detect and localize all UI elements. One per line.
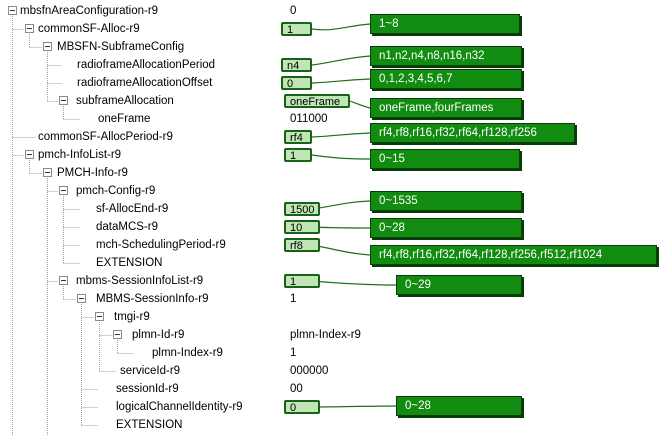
tree-row-common-sf-alloc[interactable]: commonSF-Alloc-r9 1 — [0, 20, 663, 38]
value-box[interactable]: 0 — [284, 400, 320, 414]
value-box[interactable]: 1500 — [284, 202, 320, 216]
node-label: commonSF-AllocPeriod-r9 — [38, 131, 173, 143]
node-label: pmch-InfoList-r9 — [38, 149, 122, 161]
node-label: subframeAllocation — [76, 95, 174, 107]
range-callout: rf4,rf8,rf16,rf32,rf64,rf128,rf256 — [370, 123, 575, 143]
collapse-toggle-icon[interactable] — [59, 186, 68, 195]
tree-row-extension[interactable]: EXTENSION — [0, 254, 663, 272]
collapse-toggle-icon[interactable] — [113, 330, 122, 339]
tree-row-common-sf-alloc-period[interactable]: commonSF-AllocPeriod-r9 rf4 — [0, 128, 663, 146]
value-box[interactable]: n4 — [281, 58, 312, 72]
node-label: commonSF-Alloc-r9 — [38, 23, 140, 35]
node-label: mch-SchedulingPeriod-r9 — [96, 239, 226, 251]
range-callout: 0,1,2,3,4,5,6,7 — [370, 69, 522, 89]
node-label: mbsfnAreaConfiguration-r9 — [20, 5, 159, 17]
tree-row-sf-alloc-end[interactable]: sf-AllocEnd-r9 1500 — [0, 200, 663, 218]
tree-row-plmn-index[interactable]: plmn-Index-r9 1 — [0, 344, 663, 362]
node-label: mbms-SessionInfoList-r9 — [76, 275, 204, 287]
collapse-toggle-icon[interactable] — [43, 168, 52, 177]
tree-row-data-mcs[interactable]: dataMCS-r9 10 — [0, 218, 663, 236]
node-label: pmch-Config-r9 — [76, 185, 156, 197]
value-box[interactable]: oneFrame — [284, 94, 350, 108]
tree-row-mbms-session-info[interactable]: MBMS-SessionInfo-r9 1 — [0, 290, 663, 308]
node-label: dataMCS-r9 — [96, 221, 158, 233]
node-label: plmn-Index-r9 — [152, 347, 223, 359]
tree-row-mbms-session-info-list[interactable]: mbms-SessionInfoList-r9 1 — [0, 272, 663, 290]
tree-row-plmn-id[interactable]: plmn-Id-r9 plmn-Index-r9 — [0, 326, 663, 344]
tree-row-radioframe-allocation-period[interactable]: radioframeAllocationPeriod n4 — [0, 56, 663, 74]
node-label: EXTENSION — [96, 257, 163, 269]
node-label: sf-AllocEnd-r9 — [96, 203, 169, 215]
node-label: serviceId-r9 — [120, 365, 181, 377]
node-label: radioframeAllocationOffset — [77, 77, 213, 89]
node-value: plmn-Index-r9 — [290, 329, 361, 341]
range-callout: 0~1535 — [370, 191, 522, 211]
tree-row-radioframe-allocation-offset[interactable]: radioframeAllocationOffset 0 — [0, 74, 663, 92]
tree-row-extension[interactable]: EXTENSION — [0, 416, 663, 434]
value-box[interactable]: 1 — [281, 22, 312, 36]
node-label: PMCH-Info-r9 — [57, 167, 128, 179]
node-label: plmn-Id-r9 — [132, 329, 185, 341]
node-label: EXTENSION — [116, 419, 183, 431]
tree-row-session-id[interactable]: sessionId-r9 00 — [0, 380, 663, 398]
range-callout: n1,n2,n4,n8,n16,n32 — [370, 46, 522, 66]
tree-row-pmch-config[interactable]: pmch-Config-r9 — [0, 182, 663, 200]
range-callout: 0~28 — [370, 218, 522, 238]
collapse-toggle-icon[interactable] — [59, 96, 68, 105]
value-box[interactable]: 10 — [284, 220, 320, 234]
range-callout: 0~28 — [396, 396, 522, 416]
tree-row-one-frame[interactable]: oneFrame 011000 — [0, 110, 663, 128]
node-label: sessionId-r9 — [116, 383, 179, 395]
node-label: tmgi-r9 — [114, 311, 150, 323]
value-box[interactable]: rf8 — [284, 238, 320, 252]
range-callout: rf4,rf8,rf16,rf32,rf64,rf128,rf256,rf512… — [370, 245, 657, 265]
node-value: 0 — [290, 5, 297, 17]
node-label: logicalChannelIdentity-r9 — [116, 401, 243, 413]
value-box[interactable]: 0 — [281, 76, 312, 90]
tree-row-pmch-info[interactable]: PMCH-Info-r9 — [0, 164, 663, 182]
range-callout: 0~15 — [370, 149, 520, 169]
range-callout: oneFrame,fourFrames — [370, 98, 522, 118]
tree-row-pmch-info-list[interactable]: pmch-InfoList-r9 1 — [0, 146, 663, 164]
collapse-toggle-icon[interactable] — [25, 24, 34, 33]
range-callout: 0~29 — [396, 275, 522, 295]
value-box[interactable]: rf4 — [284, 130, 312, 144]
range-callout: 1~8 — [370, 14, 520, 34]
node-value: 1 — [290, 347, 297, 359]
tree-row-subframe-allocation[interactable]: subframeAllocation oneFrame — [0, 92, 663, 110]
collapse-toggle-icon[interactable] — [43, 42, 52, 51]
collapse-toggle-icon[interactable] — [25, 150, 34, 159]
tree-row-mbsfn-area-configuration[interactable]: mbsfnAreaConfiguration-r9 0 — [0, 2, 663, 20]
node-value: 00 — [290, 383, 303, 395]
tree-row-mbsfn-subframe-config[interactable]: MBSFN-SubframeConfig — [0, 38, 663, 56]
node-value: 1 — [290, 293, 297, 305]
collapse-toggle-icon[interactable] — [77, 294, 86, 303]
node-label: MBMS-SessionInfo-r9 — [96, 293, 209, 305]
value-box[interactable]: 1 — [284, 148, 312, 162]
tree-row-tmgi[interactable]: tmgi-r9 — [0, 308, 663, 326]
node-label: oneFrame — [98, 113, 151, 125]
tree-row-logical-channel-identity[interactable]: logicalChannelIdentity-r9 0 — [0, 398, 663, 416]
tree-row-service-id[interactable]: serviceId-r9 000000 — [0, 362, 663, 380]
node-label: MBSFN-SubframeConfig — [57, 41, 185, 53]
node-value: 011000 — [290, 113, 328, 125]
value-box[interactable]: 1 — [284, 274, 320, 288]
tree-row-mch-scheduling-period[interactable]: mch-SchedulingPeriod-r9 rf8 — [0, 236, 663, 254]
collapse-toggle-icon[interactable] — [59, 276, 68, 285]
collapse-toggle-icon[interactable] — [8, 6, 17, 15]
node-value: 000000 — [290, 365, 329, 377]
collapse-toggle-icon[interactable] — [95, 312, 104, 321]
node-label: radioframeAllocationPeriod — [77, 59, 216, 71]
